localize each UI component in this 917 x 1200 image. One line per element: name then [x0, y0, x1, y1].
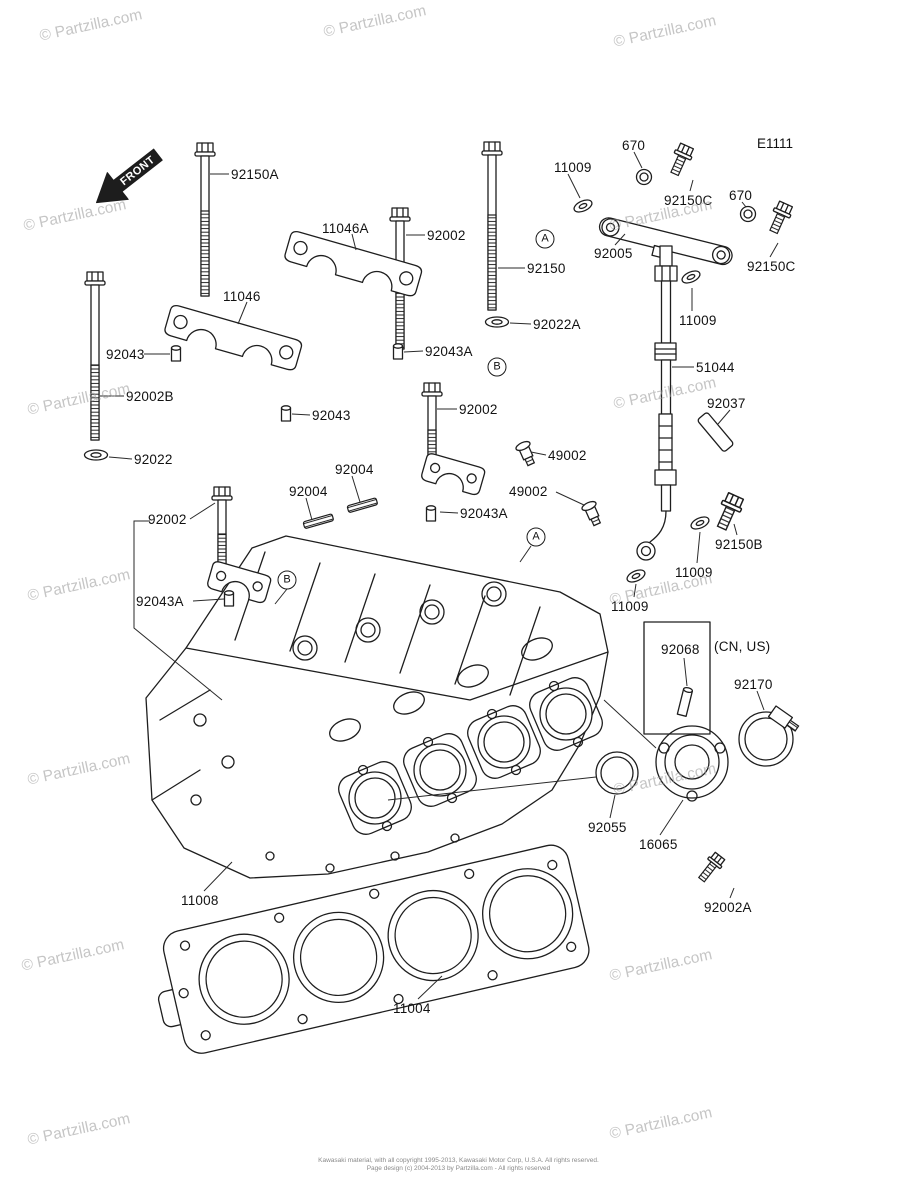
pin-92068	[676, 686, 694, 717]
head-gasket	[157, 844, 590, 1054]
ref-marker-a: A	[535, 229, 555, 249]
part-label-92043a: 92043A	[425, 344, 473, 359]
front-arrow-label: FRONT	[118, 154, 157, 188]
part-label-11046a: 11046A	[322, 221, 369, 236]
part-label-92004: 92004	[335, 462, 374, 477]
footer-copyright-line-1: Kawasaki material, with all copyright 19…	[318, 1157, 599, 1164]
part-label-92150b: 92150B	[715, 537, 763, 552]
exhaust-port-3	[467, 705, 541, 779]
leader-lines	[100, 151, 779, 1000]
part-label-92004: 92004	[289, 484, 328, 499]
washer-11009-4	[626, 569, 646, 583]
part-label-92043: 92043	[106, 347, 145, 362]
part-label-92002b: 92002B	[126, 389, 174, 404]
part-label-16065: 16065	[639, 837, 678, 852]
pin-92043a-2	[425, 505, 437, 522]
cam-cap-small-right	[421, 453, 486, 496]
part-label-11008: 11008	[181, 893, 219, 908]
banjo-bolt-92150c-1	[670, 142, 695, 177]
part-label-670: 670	[622, 138, 646, 153]
part-label-92150c: 92150C	[664, 193, 713, 208]
part-label-92022: 92022	[134, 452, 173, 467]
bolt-92002a	[697, 851, 726, 883]
bolt-92002-mid	[421, 382, 443, 465]
part-label-49002: 49002	[548, 448, 587, 463]
cam-cap-small-left	[207, 561, 272, 604]
oil-pipe-51044	[636, 245, 678, 561]
pin-92043a-3	[223, 590, 235, 607]
exhaust-port-1	[338, 761, 412, 835]
part-label-92002: 92002	[427, 228, 466, 243]
part-label-11009: 11009	[554, 160, 592, 175]
pin-92043a-1	[392, 343, 404, 360]
stud-92004-2	[346, 497, 378, 513]
part-label-670: 670	[729, 188, 753, 203]
part-label-49002: 49002	[509, 484, 548, 499]
part-label-11009: 11009	[679, 313, 717, 328]
cap-16065	[655, 725, 729, 802]
oil-pipe-92005	[598, 217, 733, 266]
part-label-92002: 92002	[148, 512, 187, 527]
part-label-92002a: 92002A	[704, 900, 752, 915]
ref-marker-a: A	[526, 527, 546, 547]
part-label-92043a: 92043A	[136, 594, 184, 609]
ref-marker-b: B	[277, 570, 297, 590]
fitting-49002-1	[515, 440, 536, 467]
washer-92022	[83, 449, 109, 461]
banjo-bolt-92150b	[716, 491, 745, 531]
washer-11009-1	[573, 199, 593, 213]
diagram-code: E1111	[757, 136, 794, 151]
bolt-92150	[481, 141, 503, 311]
washer-11009-2	[681, 270, 701, 284]
stud-92004-1	[302, 513, 334, 529]
part-label-92005: 92005	[594, 246, 633, 261]
part-label-92150: 92150	[527, 261, 566, 276]
part-label-92170: 92170	[734, 677, 773, 692]
part-label-92043: 92043	[312, 408, 351, 423]
footer: Kawasaki material, with all copyright 19…	[0, 1157, 917, 1173]
callout-box-92068	[643, 621, 711, 735]
damper-92037	[697, 412, 734, 452]
cylinder-head-body	[145, 535, 609, 879]
part-label-cn-us: (CN, US)	[714, 639, 771, 654]
part-label-51044: 51044	[696, 360, 735, 375]
clamp-92170	[738, 705, 800, 767]
bolt-92002b	[84, 271, 106, 441]
washer-92022a	[484, 316, 510, 328]
front-arrow: FRONT	[95, 148, 163, 204]
ref-marker-b: B	[487, 357, 507, 377]
part-label-11009: 11009	[611, 599, 649, 614]
washer-11009-3	[690, 516, 710, 530]
cam-cap-11046a	[284, 230, 423, 297]
pin-92043-1	[170, 345, 182, 362]
part-label-92002: 92002	[459, 402, 498, 417]
fitting-49002-2	[581, 500, 602, 527]
cam-cap-11046	[164, 304, 303, 371]
o-ring-670-2	[739, 205, 757, 223]
part-label-11046: 11046	[223, 289, 261, 304]
part-label-92037: 92037	[707, 396, 746, 411]
part-label-11004: 11004	[393, 1001, 431, 1016]
part-label-92055: 92055	[588, 820, 627, 835]
o-ring-92055	[595, 751, 639, 795]
part-label-11009: 11009	[675, 565, 713, 580]
exhaust-port-2	[403, 733, 477, 807]
banjo-bolt-92150c-2	[769, 200, 794, 235]
pin-92043-2	[280, 405, 292, 422]
bolt-92002-left	[211, 486, 233, 567]
part-label-92150c: 92150C	[747, 259, 796, 274]
part-label-92022a: 92022A	[533, 317, 581, 332]
part-label-92150a: 92150A	[231, 167, 279, 182]
footer-copyright-line-2: Page design (c) 2004-2013 by Partzilla.c…	[366, 1165, 551, 1172]
exhaust-port-4	[529, 677, 603, 751]
bolt-92150a	[194, 142, 216, 297]
o-ring-670-1	[635, 168, 653, 186]
part-label-92068: 92068	[661, 642, 700, 657]
part-label-92043a: 92043A	[460, 506, 508, 521]
